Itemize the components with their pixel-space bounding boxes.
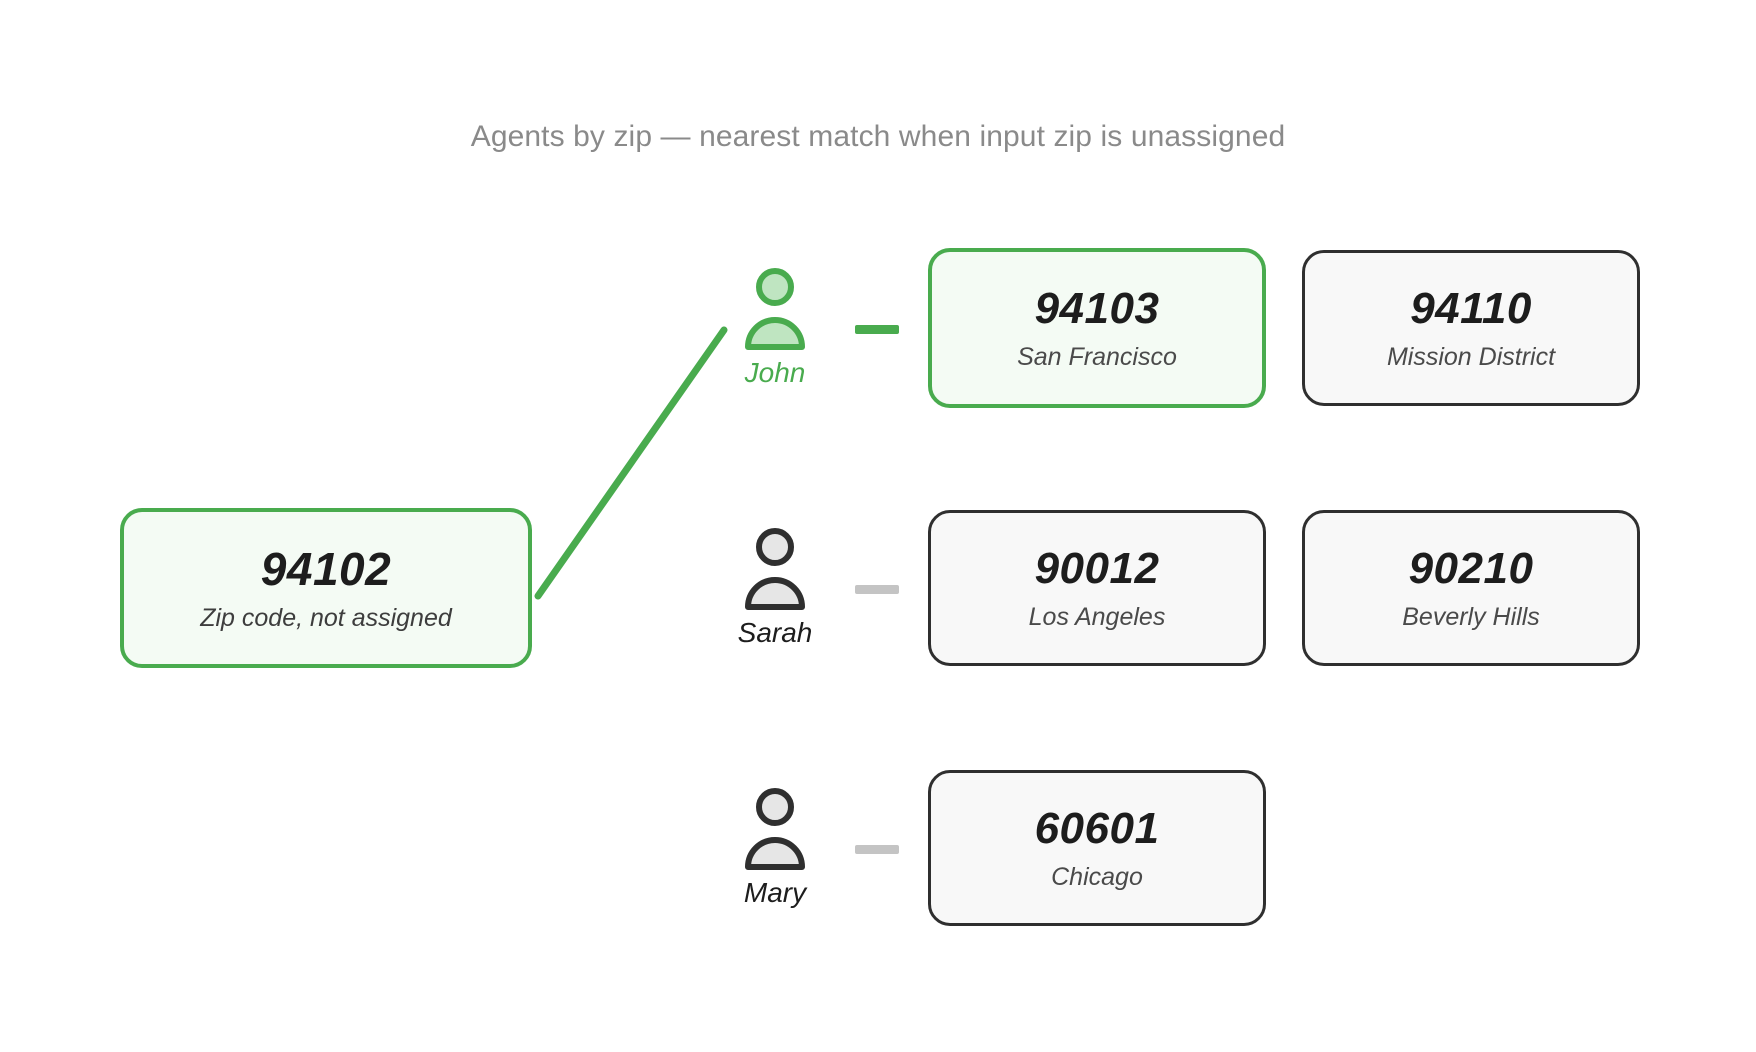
zip-subtitle: Los Angeles bbox=[1028, 602, 1166, 631]
agent-john[interactable]: John bbox=[710, 265, 840, 387]
zip-value: 94110 bbox=[1410, 283, 1532, 333]
zip-card-90210[interactable]: 90210 Beverly Hills bbox=[1302, 510, 1640, 666]
agent-john-connector-dash bbox=[855, 325, 899, 334]
match-link-line bbox=[534, 326, 728, 600]
zip-subtitle: Mission District bbox=[1386, 342, 1556, 371]
input-zip-subtitle: Zip code, not assigned bbox=[200, 603, 452, 632]
agent-mary[interactable]: Mary bbox=[710, 785, 840, 907]
person-icon bbox=[738, 265, 812, 351]
zip-subtitle: Chicago bbox=[1051, 862, 1143, 891]
agent-name-label: Mary bbox=[743, 877, 807, 908]
agent-mary-connector-dash bbox=[855, 845, 899, 854]
zip-value: 94103 bbox=[1034, 283, 1160, 333]
zip-subtitle: Beverly Hills bbox=[1402, 602, 1540, 631]
page-title: Agents by zip — nearest match when input… bbox=[470, 120, 1286, 153]
zip-subtitle: San Francisco bbox=[1017, 342, 1177, 371]
zip-card-94103[interactable]: 94103 San Francisco bbox=[928, 248, 1266, 408]
agent-sarah-connector-dash bbox=[855, 585, 899, 594]
zip-card-90012[interactable]: 90012 Los Angeles bbox=[928, 510, 1266, 666]
zip-card-60601[interactable]: 60601 Chicago bbox=[928, 770, 1266, 926]
agent-name-label: John bbox=[744, 357, 806, 388]
zip-value: 60601 bbox=[1034, 803, 1160, 853]
zip-value: 90210 bbox=[1408, 543, 1534, 593]
zip-value: 90012 bbox=[1034, 543, 1160, 593]
agent-name-label: Sarah bbox=[737, 617, 813, 648]
person-icon bbox=[738, 525, 812, 611]
input-zip-value: 94102 bbox=[260, 542, 392, 595]
agent-sarah[interactable]: Sarah bbox=[710, 525, 840, 647]
person-icon bbox=[738, 785, 812, 871]
input-zip-card[interactable]: 94102 Zip code, not assigned bbox=[120, 508, 532, 668]
zip-card-94110[interactable]: 94110 Mission District bbox=[1302, 250, 1640, 406]
